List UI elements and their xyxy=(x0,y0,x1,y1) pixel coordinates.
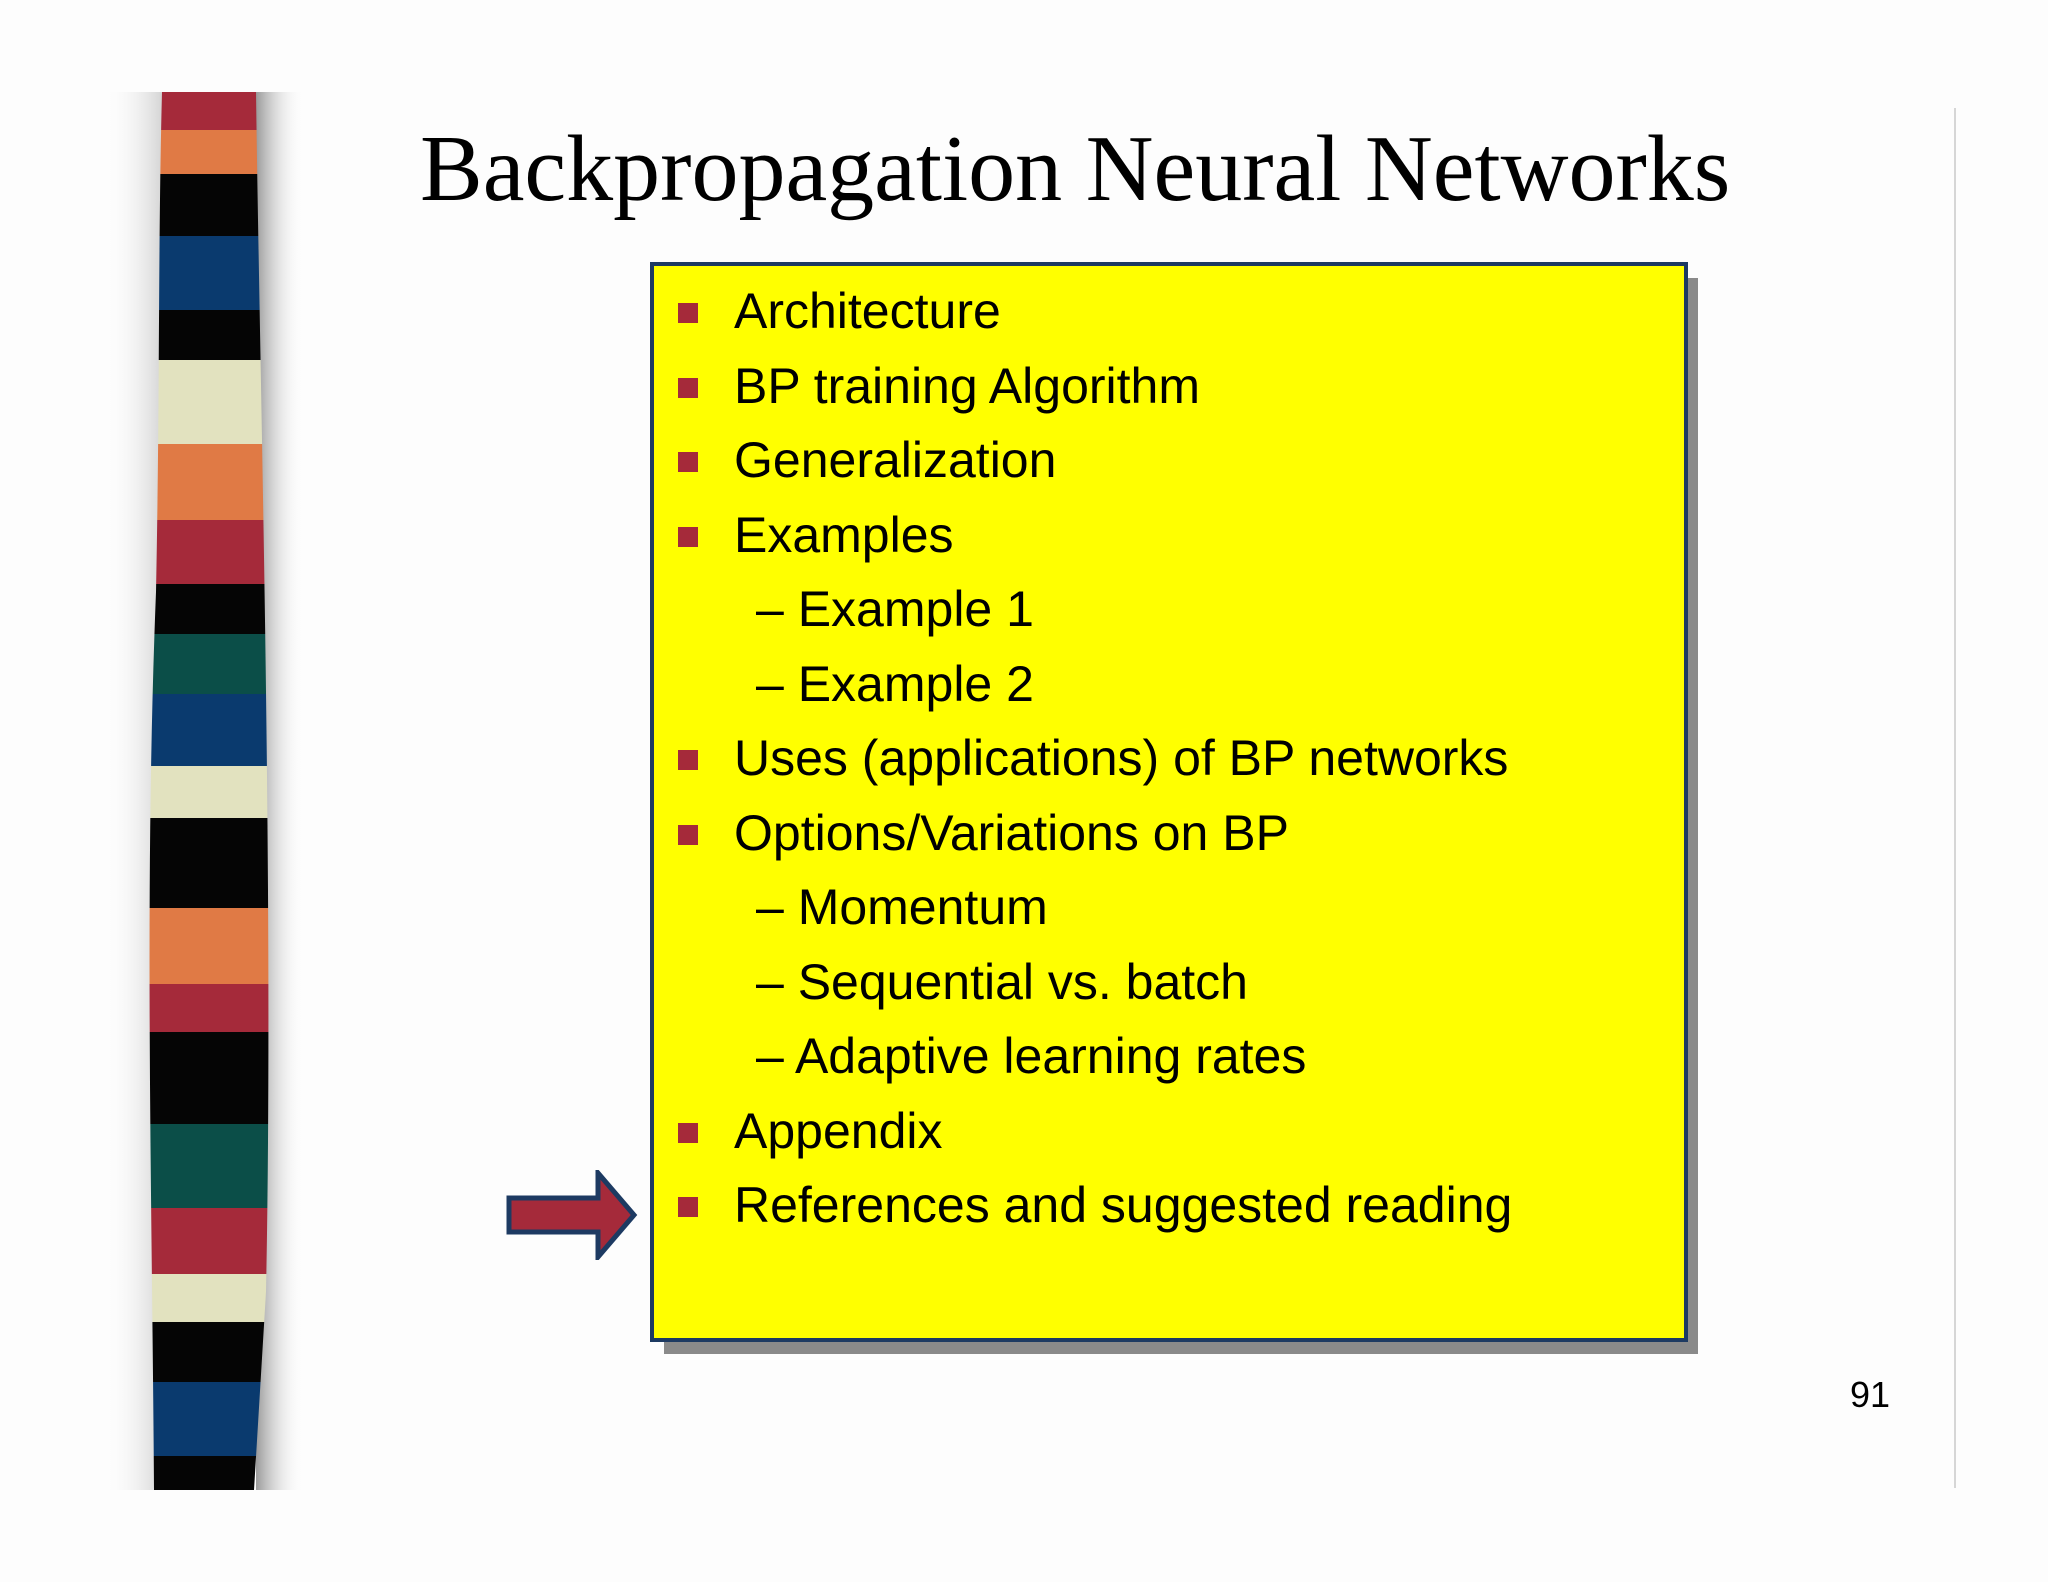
square-bullet-icon xyxy=(678,303,698,323)
outline-item-label: – Example 2 xyxy=(756,655,1034,712)
right-divider-line xyxy=(1954,108,1956,1488)
outline-item-label: Architecture xyxy=(734,283,1001,339)
outline-item-label: – Momentum xyxy=(756,879,1048,935)
outline-item-label: Generalization xyxy=(734,432,1057,488)
outline-item-label: Uses (applications) of BP networks xyxy=(734,730,1509,786)
square-bullet-icon xyxy=(678,377,698,398)
square-bullet-icon xyxy=(678,750,698,770)
square-bullet-icon xyxy=(678,1122,698,1143)
outline-item-label: Examples xyxy=(734,506,954,563)
decorative-stripe-banner xyxy=(104,92,304,1490)
outline-item-label: – Example 1 xyxy=(756,581,1034,637)
outline-item-label: Options/Variations on BP xyxy=(734,804,1289,861)
outline-item-label: References and suggested reading xyxy=(734,1177,1513,1233)
slide-title: Backpropagation Neural Networks xyxy=(420,117,1731,221)
outline-item-label: BP training Algorithm xyxy=(734,357,1200,414)
outline-item-label: – Sequential vs. batch xyxy=(756,953,1248,1010)
square-bullet-icon xyxy=(678,452,698,472)
current-topic-arrow-icon xyxy=(506,1170,638,1260)
square-bullet-icon xyxy=(678,824,698,845)
outline-item-label: – Adaptive learning rates xyxy=(756,1028,1307,1084)
page-number: 91 xyxy=(1849,1374,1890,1415)
outline-item-label: Appendix xyxy=(734,1102,943,1159)
square-bullet-icon xyxy=(678,1197,698,1217)
square-bullet-icon xyxy=(678,526,698,547)
